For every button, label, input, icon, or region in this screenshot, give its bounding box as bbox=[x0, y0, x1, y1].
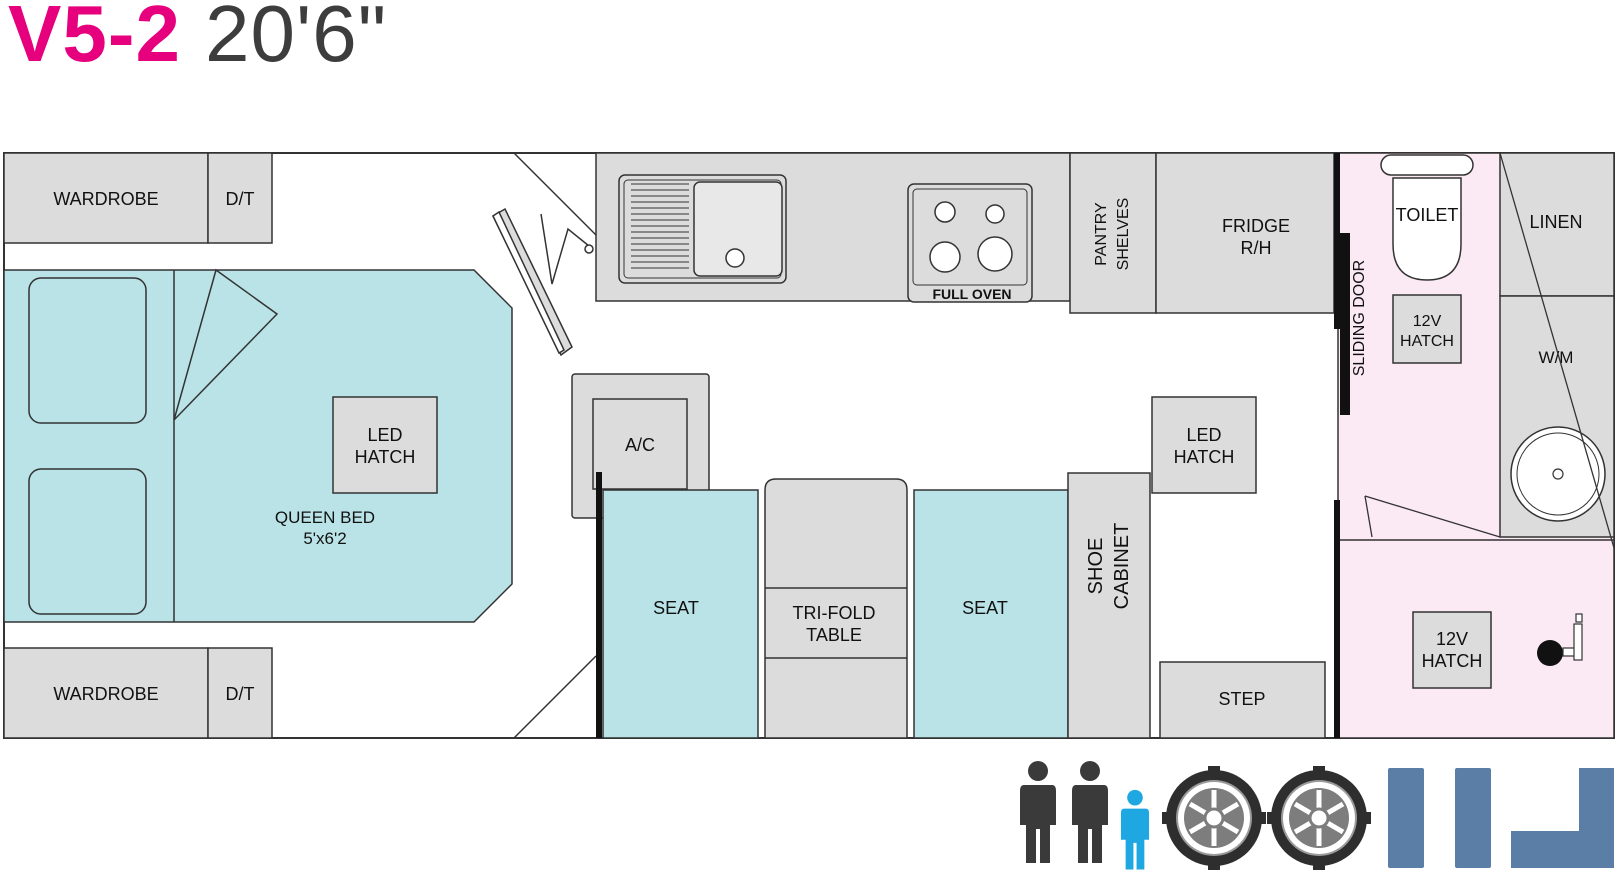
svg-text:A/C: A/C bbox=[625, 435, 655, 455]
full-oven-label: FULL OVEN bbox=[932, 286, 1011, 302]
wardrobe-top-label: WARDROBE bbox=[53, 189, 158, 209]
svg-text:HATCH: HATCH bbox=[1174, 447, 1235, 467]
bed-size-label: 5'x6'2 bbox=[303, 529, 346, 548]
burner-icon bbox=[977, 236, 1013, 272]
svg-text:HATCH: HATCH bbox=[355, 447, 416, 467]
toilet-label: TOILET bbox=[1396, 205, 1459, 225]
wardrobe-bottom-label: WARDROBE bbox=[53, 684, 158, 704]
svg-text:W/M: W/M bbox=[1539, 348, 1574, 367]
svg-text:FRIDGE: FRIDGE bbox=[1222, 216, 1290, 236]
shoe-cabinet: SHOE CABINET bbox=[1067, 472, 1151, 739]
washing-machine: W/M bbox=[1499, 295, 1615, 538]
sliding-door-track bbox=[1340, 233, 1350, 415]
svg-text:LED: LED bbox=[1186, 425, 1221, 445]
pantry-shelves: PANTRY SHELVES bbox=[1069, 152, 1157, 314]
svg-text:TRI-FOLD: TRI-FOLD bbox=[793, 603, 876, 623]
linen-cupboard: LINEN bbox=[1499, 152, 1615, 297]
burner-icon bbox=[929, 241, 961, 273]
queen-bed-label: QUEEN BED bbox=[275, 508, 375, 527]
toilet-icon: TOILET bbox=[1380, 154, 1474, 281]
burner-icon bbox=[985, 204, 1005, 224]
wardrobe-top: WARDROBE bbox=[3, 152, 209, 244]
lounge-layout-icon bbox=[1511, 768, 1614, 868]
child-person-icon bbox=[1120, 789, 1150, 870]
fridge: FRIDGE R/H bbox=[1155, 152, 1335, 314]
svg-text:SEAT: SEAT bbox=[962, 598, 1008, 618]
svg-text:LED: LED bbox=[367, 425, 402, 445]
door-swing-line bbox=[1364, 495, 1501, 538]
legend-icons bbox=[1020, 761, 1614, 870]
svg-text:12V: 12V bbox=[1413, 313, 1442, 330]
led-hatch-mid: LED HATCH bbox=[1151, 396, 1257, 494]
wardrobe-bottom: WARDROBE bbox=[3, 647, 209, 739]
folded-sheet-icon bbox=[173, 268, 279, 421]
dt-top-label: D/T bbox=[226, 189, 255, 209]
cooktop-oven: FULL OVEN bbox=[907, 183, 1033, 303]
seat-left: SEAT bbox=[602, 489, 759, 739]
svg-text:PANTRY: PANTRY bbox=[1093, 202, 1110, 266]
sink-icon bbox=[618, 174, 787, 284]
hatch-12v-shower: 12V HATCH bbox=[1412, 611, 1492, 689]
adult-person-icon bbox=[1072, 761, 1108, 863]
model-name: V5-2 bbox=[8, 0, 181, 78]
dt-bottom-label: D/T bbox=[226, 684, 255, 704]
svg-text:TABLE: TABLE bbox=[806, 625, 862, 645]
dt-bottom: D/T bbox=[207, 647, 273, 739]
shower-head-icon bbox=[1537, 613, 1583, 666]
svg-text:LINEN: LINEN bbox=[1529, 212, 1582, 232]
single-bed-icon bbox=[1388, 768, 1424, 868]
sliding-door-label: SLIDING DOOR bbox=[1351, 260, 1368, 376]
svg-text:12V: 12V bbox=[1436, 629, 1468, 649]
svg-text:STEP: STEP bbox=[1218, 689, 1265, 709]
svg-text:HATCH: HATCH bbox=[1422, 651, 1483, 671]
svg-text:SHOE: SHOE bbox=[1085, 538, 1107, 595]
svg-text:R/H: R/H bbox=[1241, 238, 1272, 258]
partition-wall bbox=[596, 472, 602, 738]
bathroom-wall bbox=[1334, 153, 1340, 329]
queen-bed: QUEEN BED 5'x6'2 bbox=[3, 268, 513, 623]
model-length: 20'6" bbox=[204, 0, 388, 78]
bathroom-wall bbox=[1334, 500, 1340, 738]
wall-line bbox=[513, 152, 597, 236]
folding-bracket-icon bbox=[492, 207, 594, 357]
offroad-tyre-icon bbox=[1267, 766, 1371, 870]
svg-text:HATCH: HATCH bbox=[1400, 333, 1454, 350]
led-hatch-bed: LED HATCH bbox=[332, 396, 438, 494]
single-bed-icon bbox=[1455, 768, 1491, 868]
pillow-icon bbox=[28, 468, 147, 615]
hatch-12v-bath: 12V HATCH bbox=[1392, 294, 1462, 364]
tri-fold-table: TRI-FOLD TABLE bbox=[764, 478, 908, 739]
adult-person-icon bbox=[1020, 761, 1056, 863]
step: STEP bbox=[1159, 661, 1326, 739]
pillow-icon bbox=[28, 277, 147, 424]
seat-right: SEAT bbox=[913, 489, 1069, 739]
svg-text:SHELVES: SHELVES bbox=[1115, 198, 1132, 271]
dt-top: D/T bbox=[207, 152, 273, 244]
air-conditioner: A/C bbox=[571, 373, 710, 519]
wall-line bbox=[1499, 152, 1615, 549]
burner-icon bbox=[934, 201, 956, 223]
svg-text:CABINET: CABINET bbox=[1111, 523, 1133, 610]
svg-text:SEAT: SEAT bbox=[653, 598, 699, 618]
offroad-tyre-icon bbox=[1162, 766, 1266, 870]
wall-line bbox=[513, 655, 597, 739]
